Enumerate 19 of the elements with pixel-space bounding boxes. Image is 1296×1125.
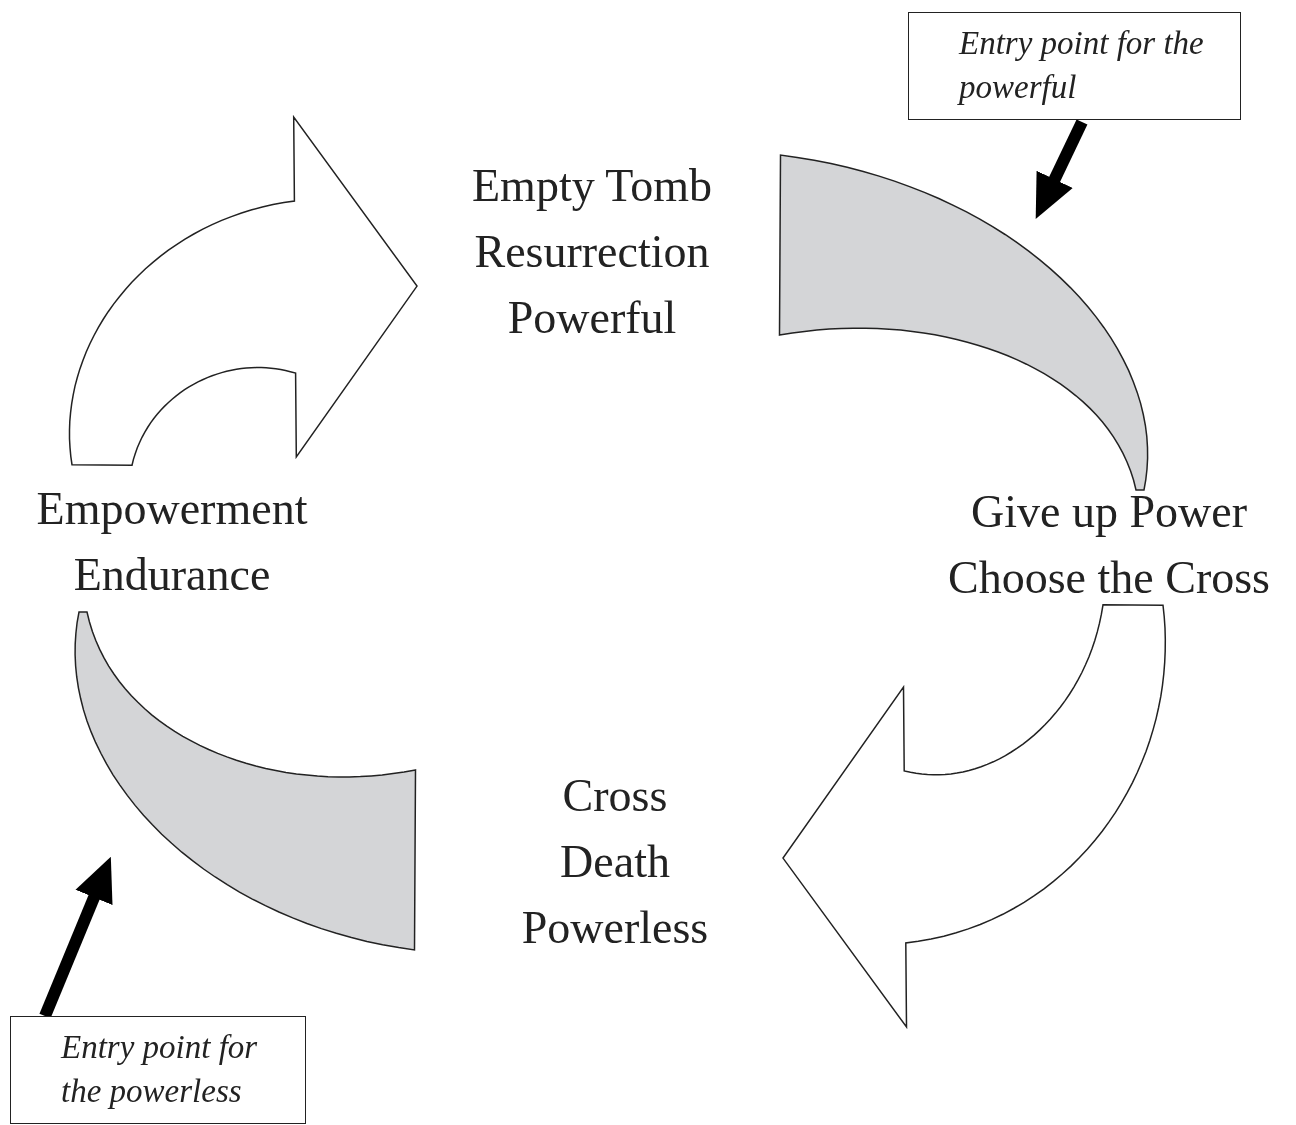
callout-text: Entry point for the powerless	[61, 1028, 259, 1111]
stage-label: Powerless	[521, 901, 709, 955]
stage-label: Death	[560, 835, 670, 889]
arrow	[1035, 119, 1088, 219]
stage-label: Endurance	[73, 548, 271, 602]
stage-label: Give up Power	[971, 485, 1247, 539]
curved-band	[778, 154, 1149, 491]
curved-arrow	[782, 604, 1167, 1030]
stage-label: Resurrection	[474, 225, 710, 279]
curved-arrow	[68, 114, 418, 467]
stage-label: Empowerment	[36, 482, 308, 536]
callout-box	[908, 12, 1241, 120]
stage-label: Powerful	[507, 291, 677, 345]
callout-box	[10, 1016, 306, 1124]
stage-label: Choose the Cross	[948, 551, 1270, 605]
stage-label: Empty Tomb	[472, 159, 712, 213]
callout-text: Entry point for the powerful	[959, 24, 1205, 107]
stage-label: Cross	[562, 769, 668, 823]
curved-band	[74, 611, 417, 951]
